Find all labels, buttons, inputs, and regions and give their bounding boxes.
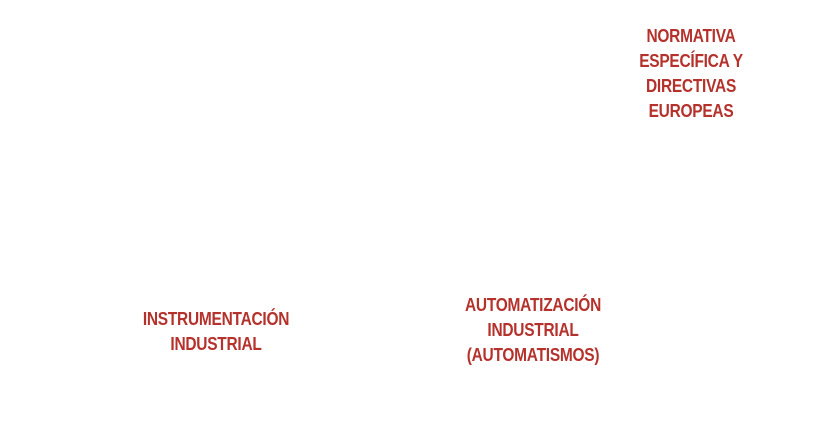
normativa-line-4: EUROPEAS (648, 101, 734, 121)
automatizacion-line-2: INDUSTRIAL (487, 320, 579, 340)
instrumentacion-industrial-label[interactable]: INSTRUMENTACIÓN INDUSTRIAL (113, 307, 319, 357)
normativa-line-2: ESPECÍFICA Y (639, 51, 743, 71)
instrumentacion-line-2: INDUSTRIAL (170, 334, 262, 354)
instrumentacion-line-1: INSTRUMENTACIÓN (142, 309, 290, 329)
automatizacion-line-1: AUTOMATIZACIÓN (465, 295, 601, 315)
normativa-europea-label[interactable]: NORMATIVA ESPECÍFICA Y DIRECTIVAS EUROPE… (605, 24, 777, 124)
automatizacion-industrial-label[interactable]: AUTOMATIZACIÓN INDUSTRIAL (AUTOMATISMOS) (430, 293, 636, 368)
automatizacion-line-3: (AUTOMATISMOS) (466, 345, 600, 365)
normativa-line-1: NORMATIVA (646, 26, 736, 46)
normativa-line-3: DIRECTIVAS (645, 76, 737, 96)
